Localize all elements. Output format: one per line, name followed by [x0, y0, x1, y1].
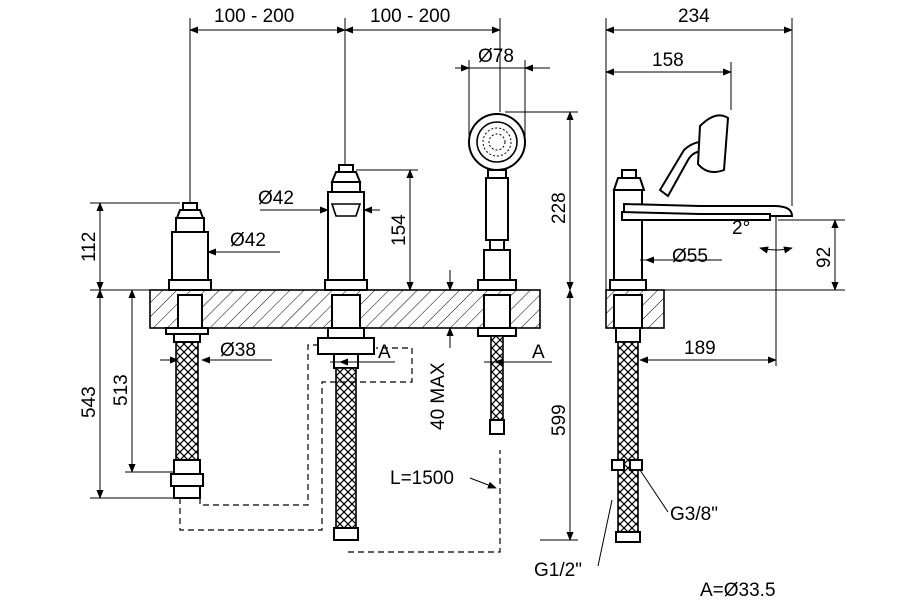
overall-width-label: 234	[678, 6, 710, 27]
dimension-labels: 100 - 200 100 - 200 Ø78 234 158 Ø42 Ø42 …	[79, 6, 835, 601]
handle-diameter-2-label: Ø42	[230, 230, 266, 251]
hose-routes	[179, 344, 501, 553]
spout-angle-label: 2°	[732, 218, 750, 239]
hand-shower	[468, 113, 526, 435]
spout-reach-label: 189	[684, 338, 716, 359]
spout-base-diameter-label: Ø55	[672, 246, 708, 267]
handshower-diameter-label: Ø78	[478, 46, 514, 67]
a-label-2: A	[532, 342, 545, 363]
spout-height-label: 92	[814, 247, 835, 268]
hose-length-3-label: 599	[549, 404, 570, 436]
middle-valve	[317, 164, 375, 541]
hose-length-1-label: 543	[79, 386, 100, 418]
hose-length-2-label: 513	[111, 374, 132, 406]
top-right-spacing-label: 100 - 200	[370, 6, 450, 27]
valve-height-label: 112	[79, 232, 100, 262]
top-left-spacing-label: 100 - 200	[214, 6, 294, 27]
spout-assembly	[609, 114, 794, 543]
left-valve	[165, 202, 212, 499]
shank-diameter-label: Ø38	[220, 340, 256, 361]
a-note-label: A=Ø33.5	[700, 580, 776, 601]
thread-small-label: G3/8"	[670, 504, 718, 525]
dimension-lines	[90, 18, 845, 567]
handshower-hose-label: L=1500	[390, 468, 454, 489]
handshower-height-label: 228	[549, 192, 570, 224]
handle-diameter-1-label: Ø42	[258, 188, 294, 209]
handle-height-label: 154	[389, 214, 410, 246]
a-label-1: A	[378, 342, 391, 363]
thread-large-label: G1/2"	[534, 560, 582, 581]
spout-reach-top-label: 158	[652, 50, 684, 71]
deck-thickness-label: 40 MAX	[428, 362, 449, 430]
